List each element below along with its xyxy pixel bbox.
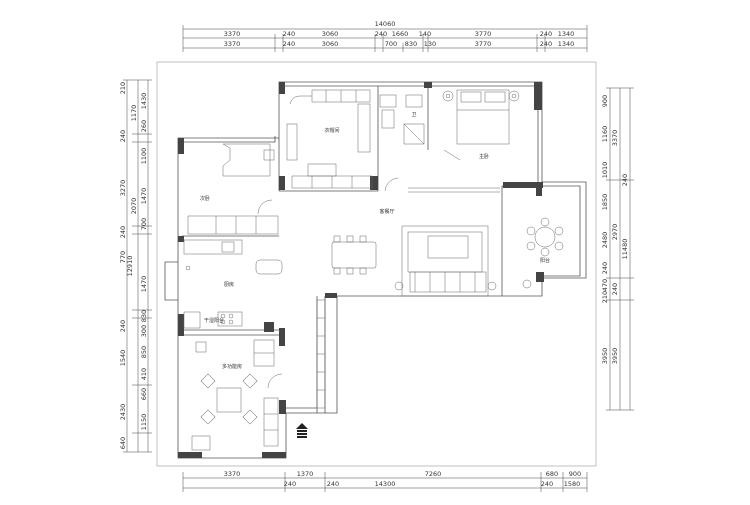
top-dim-2-5: 830	[405, 40, 417, 48]
left-inner-dim-11: 850	[140, 346, 148, 358]
top-dim-2-7: 3770	[475, 40, 492, 48]
bottom-dim-1-2: 1370	[297, 470, 314, 478]
right-overall-dim: 11480	[621, 239, 629, 260]
top-dim-1-7: 3770	[475, 30, 492, 38]
top-overall-dim: 14060	[375, 20, 396, 28]
drawing-frame	[156, 61, 597, 467]
left-outer-dim-9: 640	[119, 437, 127, 449]
right-inner-dim-4: 1850	[601, 194, 609, 211]
bottom-dim-1-1: 3370	[224, 470, 241, 478]
top-dim-2-2: 240	[283, 40, 295, 48]
left-inner-dim-6: 2070	[130, 198, 138, 215]
bottom-dimension-lines	[182, 472, 588, 492]
right-inner-dim-8: 210	[601, 291, 609, 303]
walls	[164, 81, 587, 459]
room-label-multi-room: 多功能房	[222, 363, 242, 370]
right-middle-dim-2: 2970	[611, 224, 619, 241]
right-inner-dim-6: 240	[601, 262, 609, 274]
top-dim-2-6: 130	[424, 40, 436, 48]
room-label-balcony: 阳台	[540, 257, 550, 264]
bottom-dim-2-1: 240	[284, 480, 296, 488]
room-label-master-bedroom: 主卧	[479, 153, 489, 160]
bottom-dim-1-4: 680	[546, 470, 558, 478]
left-inner-dim-8: 1470	[140, 276, 148, 293]
left-outer-dim-6: 240	[119, 320, 127, 332]
right-inner-dim-5: 2480	[601, 232, 609, 249]
left-inner-dim-9: 830	[140, 310, 148, 322]
right-inner-dim-7: 470	[601, 279, 609, 291]
top-dim-1-8: 240	[540, 30, 552, 38]
left-outer-dim-8: 2430	[119, 404, 127, 421]
right-inner-dim-2: 1160	[601, 126, 609, 143]
top-dim-2-4: 700	[385, 40, 397, 48]
left-outer-dim-4: 240	[119, 226, 127, 238]
right-inner-dim-9: 3950	[601, 348, 609, 365]
left-outer-dim-7: 1540	[119, 350, 127, 367]
entrance-arrow-icon	[296, 423, 308, 438]
bottom-dim-1-3: 7260	[425, 470, 442, 478]
room-label-bedroom: 次卧	[200, 195, 210, 202]
left-inner-dim-13: 660	[140, 388, 148, 400]
left-overall-dim: 12910	[126, 256, 134, 277]
top-dim-2-3: 3060	[322, 40, 339, 48]
top-dim-2-8: 240	[540, 40, 552, 48]
top-dim-1-4: 240	[375, 30, 387, 38]
solid-walls	[178, 82, 544, 458]
top-dim-2-9: 1340	[558, 40, 575, 48]
left-inner-dim-14: 1150	[140, 414, 148, 431]
right-dimension-lines	[606, 87, 634, 411]
right-middle-dim-3: 240	[611, 283, 619, 295]
bottom-dim-2-3: 14300	[375, 480, 396, 488]
right-middle-dim-5: 240	[621, 174, 629, 186]
room-label-bathroom: 卫	[411, 112, 416, 118]
left-outer-dim-5: 770	[119, 251, 127, 263]
left-outer-dim-1: 210	[119, 82, 127, 94]
left-outer-dim-2: 240	[119, 130, 127, 142]
left-inner-dim-4: 1100	[140, 148, 148, 165]
right-middle-dim-1: 3370	[611, 130, 619, 147]
right-middle-dim-4: 3950	[611, 348, 619, 365]
top-dim-1-1: 3370	[224, 30, 241, 38]
top-dim-1-9: 1340	[558, 30, 575, 38]
room-label-kitchen: 厨房	[224, 281, 234, 288]
bottom-dim-2-4: 240	[541, 480, 553, 488]
left-inner-dim-10: 300	[140, 325, 148, 337]
left-inner-dim-12: 410	[140, 368, 148, 380]
room-label-living-dining: 客餐厅	[379, 208, 394, 215]
room-label-cloakroom: 衣帽间	[324, 127, 339, 134]
top-dim-1-5: 1660	[392, 30, 409, 38]
furniture	[183, 89, 564, 451]
bottom-dim-2-5: 1580	[564, 480, 581, 488]
top-dim-1-2: 240	[283, 30, 295, 38]
left-inner-dim-3: 260	[140, 120, 148, 132]
left-outer-dim-3: 3270	[119, 180, 127, 197]
room-label-utility: 干湿阳台	[204, 317, 224, 324]
bottom-dim-2-2: 240	[327, 480, 339, 488]
left-inner-dim-2: 1170	[130, 105, 138, 122]
top-dimension-lines	[182, 25, 588, 52]
bottom-dim-1-5: 900	[569, 470, 581, 478]
right-inner-dim-3: 1010	[601, 162, 609, 179]
top-dim-1-3: 3060	[322, 30, 339, 38]
top-dim-1-6: 140	[419, 30, 431, 38]
right-inner-dim-1: 900	[601, 95, 609, 107]
left-inner-dim-7: 700	[140, 218, 148, 230]
left-inner-dim-5: 1470	[140, 188, 148, 205]
left-inner-dim-1: 1430	[140, 93, 148, 110]
left-dimension-lines	[123, 79, 152, 453]
top-dim-2-1: 3370	[224, 40, 241, 48]
